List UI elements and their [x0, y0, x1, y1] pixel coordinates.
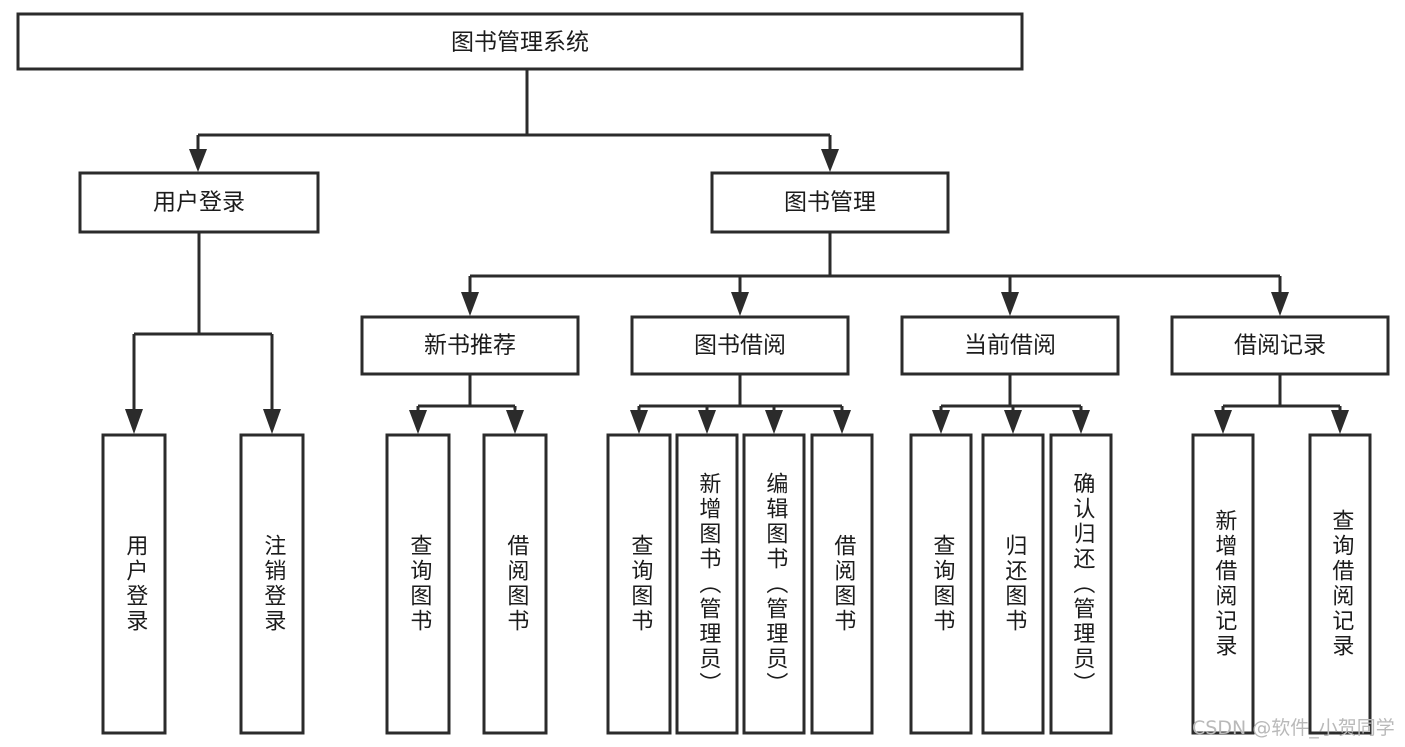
arrow-head-book-mgmt [821, 149, 839, 172]
node-current-borrow-label: 当前借阅 [964, 333, 1056, 359]
connector-group-bookmgmt-to-level3 [461, 232, 1289, 316]
leaf-box-bb-edit-book[interactable] [742, 433, 806, 735]
node-book-management-label: 图书管理 [784, 190, 876, 216]
node-root-box[interactable] [16, 12, 1024, 71]
node-user-login[interactable]: 用户登录 [78, 171, 320, 234]
leaf-box-cb-confirm-return[interactable] [1049, 433, 1113, 735]
connector-group-current-to-leaves [932, 374, 1090, 434]
leaf-box-rec-add-record[interactable] [1191, 433, 1255, 735]
arrow-head-nb-query [409, 410, 427, 434]
arrow-head-user-login [189, 149, 207, 172]
connector-group-userlogin-to-leaves [125, 232, 281, 434]
arrow-head-bb-query [630, 410, 648, 434]
node-borrow-records-box[interactable] [1170, 315, 1390, 376]
leaf-box-cb-return-book[interactable] [981, 433, 1045, 735]
arrow-head-rec-query [1331, 410, 1349, 434]
node-new-book-recommend[interactable]: 新书推荐 [360, 315, 580, 376]
arrow-head-bb-borrow [833, 410, 851, 434]
arrow-head-cb-confirm [1072, 410, 1090, 434]
node-user-login-label: 用户登录 [153, 190, 245, 216]
arrow-head-nb-borrow [506, 410, 524, 434]
leaf-box-logout[interactable] [239, 433, 305, 735]
arrow-head-newbook [461, 292, 479, 316]
arrow-head-leaf-logout [263, 409, 281, 434]
arrow-head-bb-add [698, 410, 716, 434]
connector-group-records-to-leaves [1214, 374, 1349, 434]
connector-group-borrow-to-leaves [630, 374, 851, 434]
leaf-box-cb-query-book[interactable] [909, 433, 973, 735]
leaf-box-nb-borrow-book[interactable] [482, 433, 548, 735]
node-book-borrow-label: 图书借阅 [694, 333, 786, 359]
node-book-borrow[interactable]: 图书借阅 [630, 315, 850, 376]
node-current-borrow-box[interactable] [900, 315, 1120, 376]
node-book-borrow-box[interactable] [630, 315, 850, 376]
node-user-login-box[interactable] [78, 171, 320, 234]
leaf-box-rec-query-record[interactable] [1308, 433, 1372, 735]
leaf-box-bb-query-book[interactable] [606, 433, 672, 735]
node-root-label: 图书管理系统 [451, 30, 589, 56]
arrow-head-leaf-user-login [125, 409, 143, 434]
leaf-box-user-login[interactable] [101, 433, 167, 735]
arrow-head-cb-query [932, 410, 950, 434]
arrow-head-cb-return [1004, 410, 1022, 434]
node-root[interactable]: 图书管理系统 [16, 12, 1024, 71]
arrow-head-borrow [731, 292, 749, 316]
arrow-head-records [1271, 292, 1289, 316]
leaf-box-bb-add-book[interactable] [675, 433, 739, 735]
connector-group-newbook-to-leaves [409, 374, 524, 434]
node-book-management-box[interactable] [710, 171, 950, 234]
arrow-head-bb-edit [765, 410, 783, 434]
node-book-management[interactable]: 图书管理 [710, 171, 950, 234]
leaf-box-bb-borrow-book[interactable] [810, 433, 874, 735]
node-current-borrow[interactable]: 当前借阅 [900, 315, 1120, 376]
csdn-watermark: CSDN @软件_小贺同学 [1192, 717, 1395, 739]
node-borrow-records[interactable]: 借阅记录 [1170, 315, 1390, 376]
arrow-head-rec-add [1214, 410, 1232, 434]
node-borrow-records-label: 借阅记录 [1234, 333, 1326, 359]
node-new-book-recommend-label: 新书推荐 [424, 333, 516, 359]
node-new-book-recommend-box[interactable] [360, 315, 580, 376]
leaf-box-nb-query-book[interactable] [385, 433, 451, 735]
arrow-head-current [1001, 292, 1019, 316]
connector-group-root-to-level2 [189, 69, 839, 172]
